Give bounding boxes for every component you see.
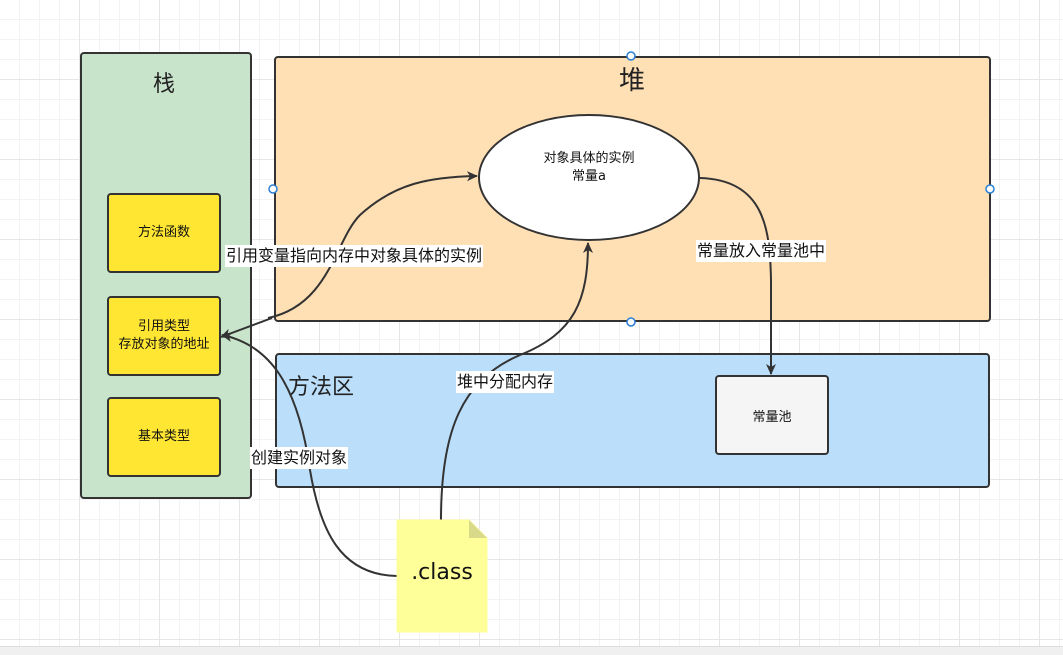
stack-item-reference-type[interactable]: 引用类型存放对象的地址 <box>107 296 221 376</box>
edge-constant-into-pool[interactable] <box>699 177 776 375</box>
edge-reference-to-instance[interactable] <box>267 171 478 319</box>
edge-label-reference-to-instance: 引用变量指向内存中对象具体的实例 <box>225 245 484 267</box>
stack-item-method-function[interactable]: 方法函数 <box>107 193 221 273</box>
object-instance-label: 对象具体的实例 <box>543 150 635 166</box>
stack-item-label: 方法函数 <box>137 225 190 240</box>
object-instance-ellipse[interactable]: 对象具体的实例 常量a <box>478 114 700 241</box>
class-file-label: .class <box>411 560 473 585</box>
constant-pool-label: 常量池 <box>752 409 792 425</box>
selection-handle[interactable] <box>985 184 995 194</box>
edge-reference-to-instance-tail[interactable] <box>220 317 273 339</box>
method-area-title: 方法区 <box>288 375 355 400</box>
edge-create-instance-object[interactable] <box>221 332 398 577</box>
constant-a-label: 常量a <box>572 168 606 184</box>
class-file-note[interactable] <box>396 519 488 633</box>
edge-label-create-instance-object: 创建实例对象 <box>250 447 349 469</box>
stack-item-label: 引用类型存放对象的地址 <box>118 319 210 352</box>
selection-handle[interactable] <box>626 51 636 61</box>
edge-heap-allocate-memory[interactable] <box>440 242 593 521</box>
method-area-container[interactable] <box>275 353 990 488</box>
class-file-note-fold <box>469 520 487 538</box>
stack-item-label: 基本类型 <box>137 429 190 444</box>
selection-handle[interactable] <box>268 184 278 194</box>
edge-label-heap-allocate-memory: 堆中分配内存 <box>456 371 555 393</box>
edge-label-constant-into-pool: 常量放入常量池中 <box>696 240 827 262</box>
stack-item-primitive-type[interactable]: 基本类型 <box>107 397 221 477</box>
heap-title: 堆 <box>619 66 646 96</box>
selection-handle[interactable] <box>626 317 636 327</box>
constant-pool-box[interactable]: 常量池 <box>715 375 829 455</box>
canvas-bottom-bar <box>0 646 1063 655</box>
stack-title: 栈 <box>153 72 176 97</box>
